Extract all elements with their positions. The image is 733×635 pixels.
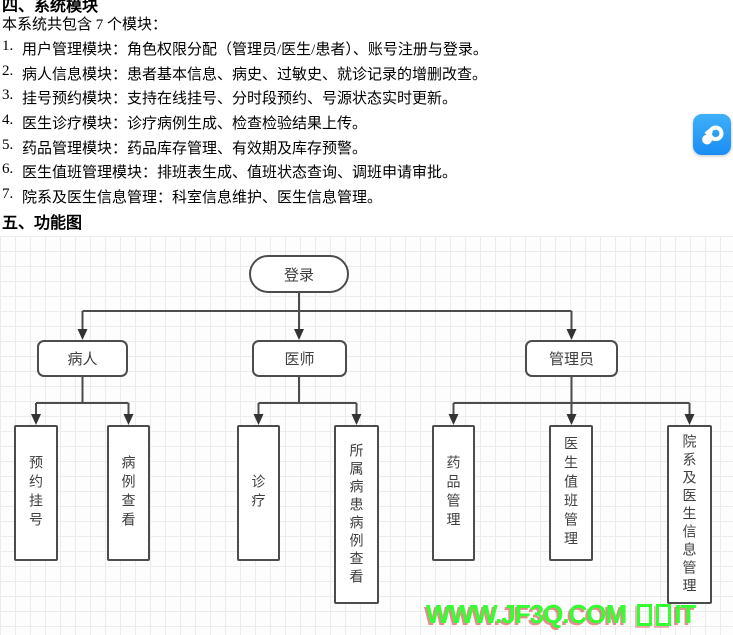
flowchart-node-case-view: 病例查看 [107,425,150,561]
node-label: 预约挂号 [28,455,44,531]
module-list-item: 5. 药品管理模块：药品库存管理、有效期及库存预警。 [2,137,367,158]
module-list-item: 3. 挂号预约模块：支持在线挂号、分时段预约、号源状态实时更新。 [2,87,457,108]
item-number: 3. [2,87,14,103]
section-heading-4: 四、系统模块 [2,0,99,15]
item-text: 医生值班管理模块：排班表生成、值班状态查询、调班申请审批。 [22,165,458,181]
node-label: 药品管理 [445,455,462,531]
node-label: 院系及医生信息管理 [681,433,698,596]
section-heading-5: 五、功能图 [2,215,83,232]
node-label: 病例查看 [120,455,137,531]
tofu-glyph [637,603,653,626]
item-text: 用户管理模块：角色权限分配（管理员/医生/患者）、账号注册与登录。 [22,42,488,58]
tofu-glyph [656,603,672,626]
module-list-item: 6. 医生值班管理模块：排班表生成、值班状态查询、调班申请审批。 [2,161,457,182]
item-text: 病人信息模块：患者基本信息、病史、过敏史、就诊记录的增删改查。 [22,67,488,83]
flowchart-node-doctor-duty-management: 医生值班管理 [549,425,593,561]
module-list-item: 1. 用户管理模块：角色权限分配（管理员/医生/患者）、账号注册与登录。 [2,38,488,59]
module-list-item: 4. 医生诊疗模块：诊疗病例生成、检查检验结果上传。 [2,112,367,133]
module-list-item: 7. 院系及医生信息管理：科室信息维护、医生信息管理。 [2,186,382,207]
item-number: 2. [2,63,14,79]
flowchart-node-drug-management: 药品管理 [432,425,475,561]
watermark: WWW.JF3Q.COM IT [426,599,696,630]
item-text: 药品管理模块：药品库存管理、有效期及库存预警。 [22,141,368,157]
item-number: 5. [2,137,14,153]
item-number: 4. [2,112,14,128]
baidu-netdisk-cloud-icon[interactable] [693,114,731,155]
node-label: 诊疗 [250,474,267,512]
flowchart-node-patient-case-view: 所属病患病例查看 [334,425,379,604]
watermark-url: WWW.JF3Q.COM [426,599,627,629]
node-label: 管理员 [548,351,594,368]
node-label: 医师 [284,351,315,368]
item-text: 医生诊疗模块：诊疗病例生成、检查检验结果上传。 [22,116,368,132]
flowchart-node-admin: 管理员 [525,340,618,377]
watermark-suffix: IT [674,599,696,629]
node-label: 病人 [67,351,98,368]
module-list-item: 2. 病人信息模块：患者基本信息、病史、过敏史、就诊记录的增删改查。 [2,63,487,84]
flowchart-node-doctor: 医师 [252,340,347,377]
document-text-block: 四、系统模块 本系统共包含 7 个模块： 1. 用户管理模块：角色权限分配（管理… [0,0,733,236]
flowchart-node-diagnosis: 诊疗 [237,425,280,561]
cloud-glyph-icon [702,125,724,144]
function-diagram-canvas: 登录 病人 医师 管理员 预约挂号 病例查看 诊疗 所属病患病例查看 药品管理 … [0,236,733,635]
flowchart-node-dept-doctor-info-management: 院系及医生信息管理 [667,425,712,604]
flowchart-node-appointment-registration: 预约挂号 [14,425,58,561]
node-label: 医生值班管理 [563,436,579,550]
node-label: 所属病患病例查看 [348,442,365,587]
item-number: 7. [2,186,14,202]
connector-lines [31,293,695,425]
flowchart-node-patient: 病人 [37,340,128,377]
item-text: 院系及医生信息管理：科室信息维护、医生信息管理。 [22,190,383,206]
item-number: 6. [2,161,14,177]
intro-line: 本系统共包含 7 个模块： [2,17,168,33]
node-label: 登录 [283,266,314,284]
item-number: 1. [2,38,14,54]
item-text: 挂号预约模块：支持在线挂号、分时段预约、号源状态实时更新。 [22,91,458,107]
flowchart-node-login: 登录 [249,255,349,293]
